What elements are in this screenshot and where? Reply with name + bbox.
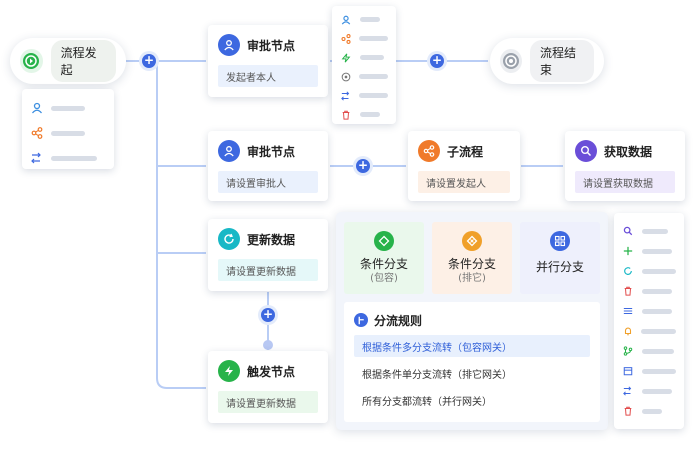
menu-item-subprocess[interactable] xyxy=(340,29,388,48)
approver-field[interactable]: 发起者本人 xyxy=(218,65,318,87)
approver-field[interactable]: 请设置审批人 xyxy=(218,171,318,193)
update-data-field[interactable]: 请设置更新数据 xyxy=(218,259,318,281)
branch-card-label: 并行分支 xyxy=(535,260,584,274)
node-title: 触发节点 xyxy=(247,364,296,379)
lightning-icon xyxy=(340,52,352,64)
search-icon xyxy=(622,225,634,237)
lightning-icon xyxy=(218,360,240,382)
branch-icon xyxy=(31,152,43,164)
user-icon xyxy=(31,102,43,114)
start-label: 流程发起 xyxy=(50,40,116,82)
node-title: 更新数据 xyxy=(247,232,296,247)
stop-icon xyxy=(340,71,351,83)
refresh-icon xyxy=(622,265,634,277)
add-node-button[interactable]: + xyxy=(142,53,156,68)
search-icon xyxy=(575,140,597,162)
play-icon xyxy=(20,49,43,73)
toolbar-swap[interactable] xyxy=(622,381,676,401)
toolbar-search[interactable] xyxy=(622,221,676,241)
calendar-icon xyxy=(622,365,634,377)
user-icon xyxy=(218,140,240,162)
add-node-button[interactable]: + xyxy=(430,53,444,68)
swap-icon xyxy=(622,385,634,397)
approval-node-mid[interactable]: 审批节点 请设置审批人 xyxy=(208,131,328,201)
refresh-icon xyxy=(218,228,240,250)
insert-node-menu xyxy=(332,6,396,124)
menu-item-approval[interactable] xyxy=(340,10,388,29)
node-toolbar-panel xyxy=(614,213,684,429)
git-branch-icon xyxy=(622,345,634,357)
branch-card-label: 条件分支 xyxy=(447,257,496,271)
menu-item-delete[interactable] xyxy=(340,105,388,124)
start-node[interactable]: 流程发起 xyxy=(10,38,126,84)
rule-parallel[interactable]: 所有分支都流转（并行网关） xyxy=(362,396,492,408)
node-title: 子流程 xyxy=(447,144,484,159)
toolbar-branch[interactable] xyxy=(622,341,676,361)
menu-item-branch[interactable] xyxy=(31,147,105,169)
fetch-data-node[interactable]: 获取数据 请设置获取数据 xyxy=(565,131,685,201)
trash-icon xyxy=(622,405,634,417)
add-node-button[interactable]: + xyxy=(356,158,370,173)
branch-rules: 分流规则 根据条件多分支流转（包容网关） 根据条件单分支流转（排它网关） 所有分… xyxy=(344,302,600,422)
node-title: 获取数据 xyxy=(604,144,653,159)
toolbar-remove[interactable] xyxy=(622,401,676,421)
sliders-icon xyxy=(622,305,634,317)
toolbar-settings[interactable] xyxy=(622,301,676,321)
end-node[interactable]: 流程结束 xyxy=(490,38,604,84)
branch-exclusive-card[interactable]: 条件分支 (排它) xyxy=(432,222,512,294)
initiator-field[interactable]: 请设置发起人 xyxy=(418,171,510,193)
toolbar-delete[interactable] xyxy=(622,281,676,301)
branch-selector-panel: 条件分支 (包容) 条件分支 (排它) 并行分支 分流规则 根据条件多分支流转（… xyxy=(336,212,608,430)
toolbar-calendar[interactable] xyxy=(622,361,676,381)
end-label: 流程结束 xyxy=(530,40,594,82)
add-node-button[interactable]: + xyxy=(261,307,275,322)
rule-inclusive[interactable]: 根据条件多分支流转（包容网关） xyxy=(354,335,590,357)
branch-icon xyxy=(340,90,351,102)
stop-icon xyxy=(500,49,522,73)
share-icon xyxy=(340,33,351,45)
plus-icon xyxy=(622,245,634,257)
menu-item-branch[interactable] xyxy=(340,86,388,105)
trash-icon xyxy=(340,109,352,121)
node-title: 审批节点 xyxy=(247,144,296,159)
toolbar-refresh[interactable] xyxy=(622,261,676,281)
branch-card-sub: (排它) xyxy=(458,273,486,284)
trigger-data-field[interactable]: 请设置更新数据 xyxy=(218,391,318,413)
diamond-x-icon xyxy=(462,231,482,251)
trash-icon xyxy=(622,285,634,297)
branch-parallel-card[interactable]: 并行分支 xyxy=(520,222,600,294)
start-node-menu xyxy=(22,89,114,169)
menu-item-end[interactable] xyxy=(340,67,388,86)
node-title: 审批节点 xyxy=(247,38,296,53)
trigger-node[interactable]: 触发节点 请设置更新数据 xyxy=(208,351,328,423)
approval-node-top[interactable]: 审批节点 发起者本人 xyxy=(208,25,328,97)
share-icon xyxy=(31,127,43,139)
rules-title: 分流规则 xyxy=(374,313,423,328)
toolbar-notify[interactable] xyxy=(622,321,676,341)
fetch-data-field[interactable]: 请设置获取数据 xyxy=(575,171,675,193)
user-icon xyxy=(340,14,352,26)
rules-icon xyxy=(354,313,368,327)
bell-icon xyxy=(622,325,633,337)
rule-exclusive[interactable]: 根据条件单分支流转（排它网关） xyxy=(362,369,512,381)
subprocess-node[interactable]: 子流程 请设置发起人 xyxy=(408,131,520,201)
user-icon xyxy=(218,34,240,56)
menu-item-approval[interactable] xyxy=(31,97,105,119)
menu-item-trigger[interactable] xyxy=(340,48,388,67)
grid-icon xyxy=(550,231,570,251)
menu-item-subprocess[interactable] xyxy=(31,119,105,147)
branch-inclusive-card[interactable]: 条件分支 (包容) xyxy=(344,222,424,294)
diamond-icon xyxy=(374,231,394,251)
branch-card-label: 条件分支 xyxy=(359,257,408,271)
toolbar-add[interactable] xyxy=(622,241,676,261)
connector-anchor xyxy=(263,340,273,350)
branch-card-sub: (包容) xyxy=(370,273,398,284)
update-data-node[interactable]: 更新数据 请设置更新数据 xyxy=(208,219,328,291)
share-icon xyxy=(418,140,440,162)
